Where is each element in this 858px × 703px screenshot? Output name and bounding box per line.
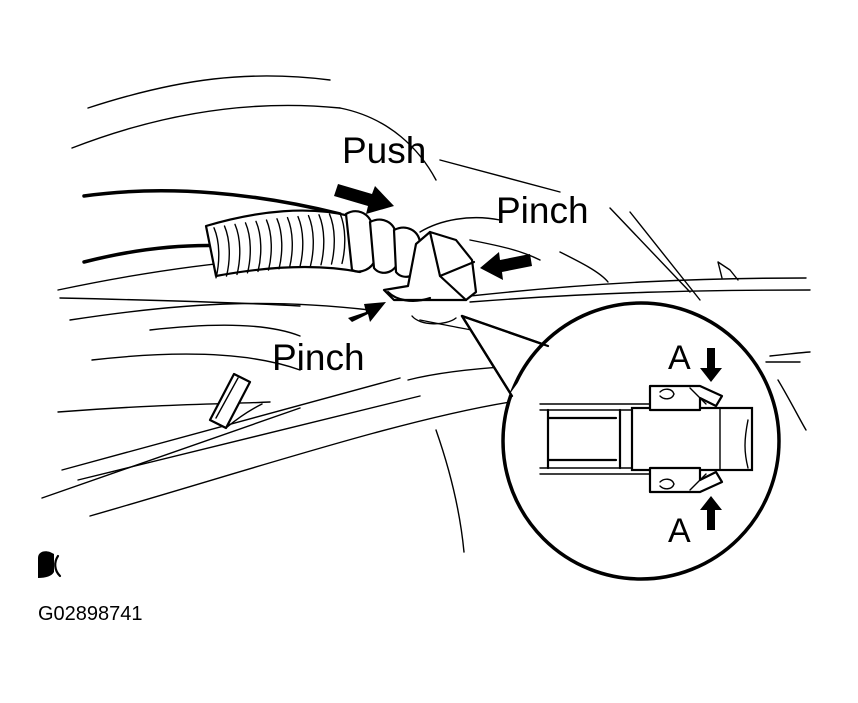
pinch-arrow-right [480,252,532,280]
hose-rib [255,220,262,273]
corrugated-hose [204,209,422,279]
label-a-bottom: A [668,512,691,550]
arrow-a-down [700,348,722,382]
hose-rib [265,219,272,271]
hose-rib [213,227,220,279]
pinch-arrow-left [348,302,386,322]
hose-rib [223,225,230,277]
body-outline [41,75,811,553]
hose-rib [307,214,314,267]
hose-rib [276,218,283,270]
hose-rib [234,223,241,276]
hose-rib [339,212,346,265]
push-arrow [334,184,394,214]
hose-rib [328,213,335,265]
pinch-label-left: Pinch [272,337,365,378]
pinch-label-right: Pinch [496,190,589,231]
figure-code: G02898741 [38,603,143,625]
hose-rib [244,222,251,274]
fuel-hose-upper [82,189,342,216]
fuel-gauge-icon [38,551,62,578]
hose-rib [286,216,293,269]
label-a-top: A [668,339,691,377]
retainer-bracket [208,372,263,430]
push-label: Push [342,130,426,171]
detail-inset [460,301,781,581]
hose-rib [297,215,304,268]
hose-rib [318,214,325,266]
quick-connector [382,230,478,325]
arrow-a-up [700,496,722,530]
